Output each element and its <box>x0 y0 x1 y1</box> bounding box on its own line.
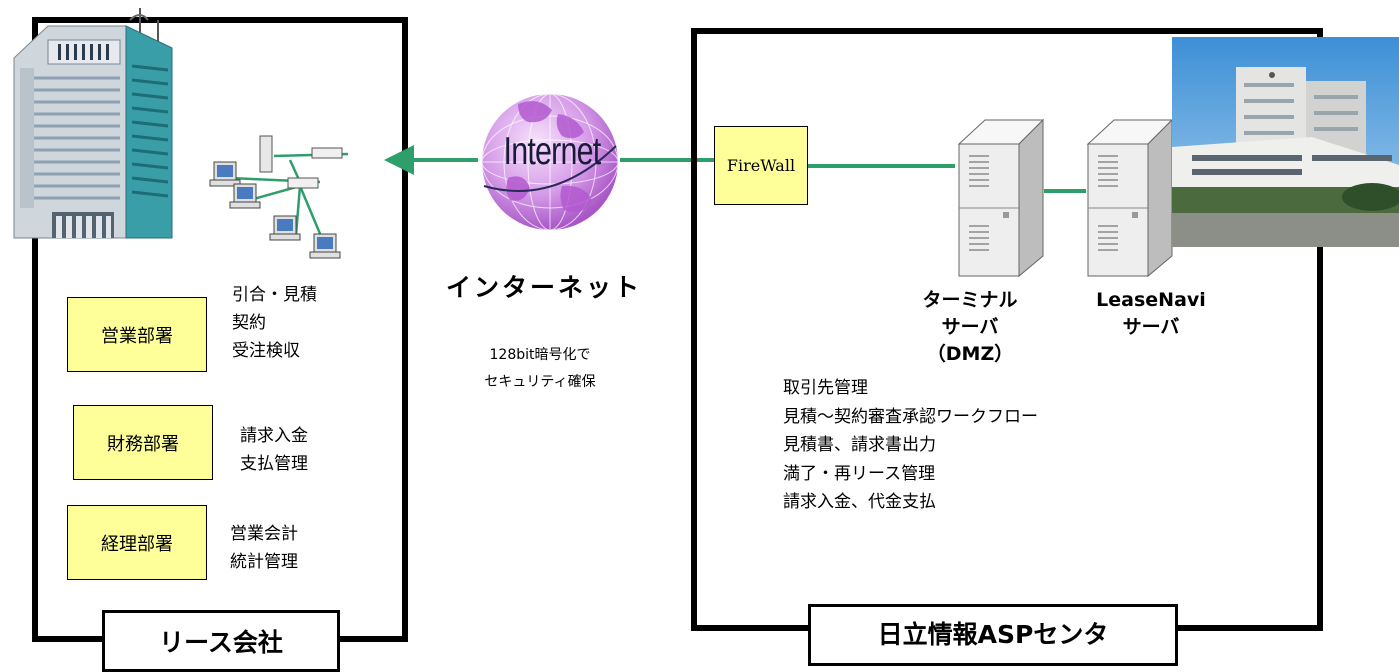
office-building-icon <box>13 8 173 239</box>
asp-center-label-box: 日立情報ASPセンタ <box>808 604 1178 666</box>
internet-globe-text: Internet <box>503 130 602 173</box>
sales-dept-box: 営業部署 <box>67 297 207 372</box>
sales-dept-tasks: 引合・見積 契約 受注検収 <box>232 285 317 361</box>
asp-functions-list: 取引先管理 見積～契約審査承認ワークフロー 見積書、請求書出力 満了・再リース管… <box>783 378 1038 512</box>
terminal-server-icon <box>957 118 1045 278</box>
finance-dept-label: 財務部署 <box>107 433 179 455</box>
leasenavi-server-icon <box>1086 118 1174 278</box>
accounting-dept-label: 経理部署 <box>101 533 173 555</box>
accounting-dept-box: 経理部署 <box>67 505 207 580</box>
firewall-label: FireWall <box>726 156 796 175</box>
accounting-dept-tasks: 営業会計 統計管理 <box>230 524 298 572</box>
internet-title: インターネット <box>446 273 643 302</box>
lease-company-title: リース会社 <box>159 628 283 657</box>
asp-center-title: 日立情報ASPセンタ <box>877 620 1109 649</box>
internet-globe-icon <box>481 93 619 231</box>
terminal-server-label: ターミナル サーバ （DMZ） <box>922 289 1018 365</box>
data-center-photo <box>1172 37 1399 247</box>
leasenavi-server-label: LeaseNavi サーバ <box>1096 289 1206 338</box>
sales-dept-label: 営業部署 <box>101 325 173 347</box>
local-network-icon <box>209 135 349 259</box>
firewall-box: FireWall <box>714 126 808 205</box>
finance-dept-tasks: 請求入金 支払管理 <box>240 426 308 474</box>
finance-dept-box: 財務部署 <box>73 405 213 480</box>
encryption-note-line1: 128bit暗号化で <box>489 347 591 363</box>
encryption-note-line2: セキュリティ確保 <box>484 374 596 390</box>
